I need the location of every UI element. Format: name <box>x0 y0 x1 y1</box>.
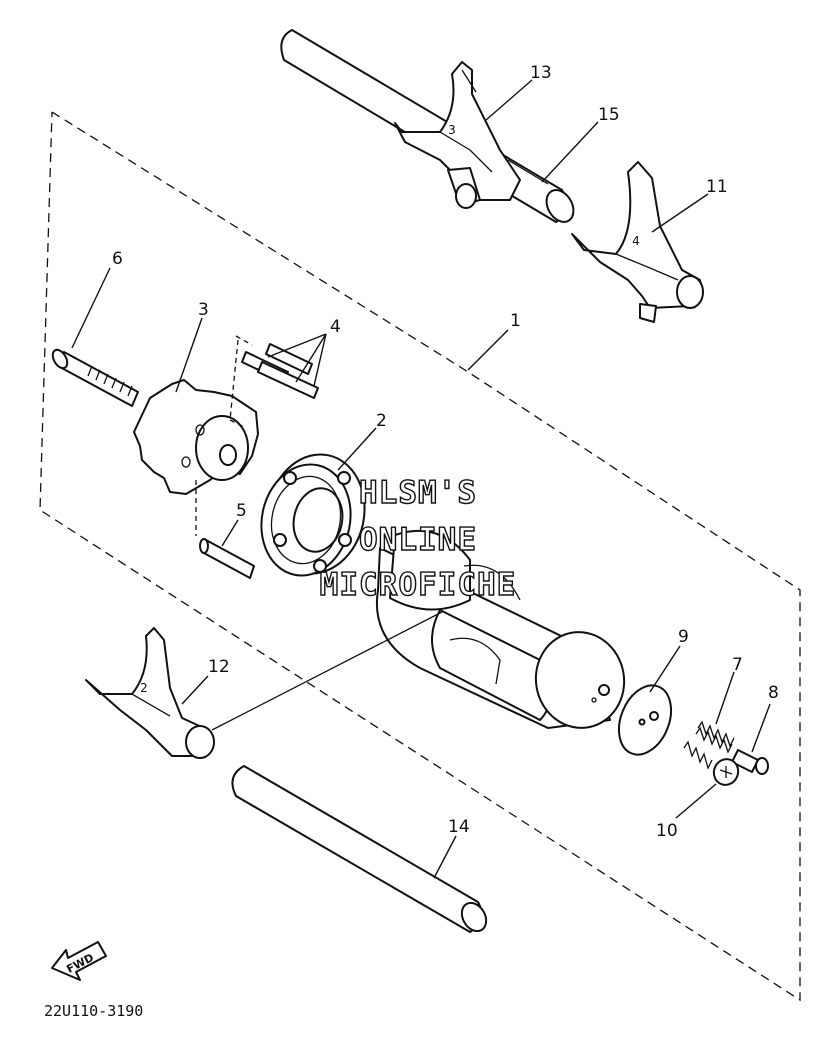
callout-12: 12 <box>208 657 230 677</box>
bearing-2 <box>260 453 366 577</box>
leader-9 <box>649 645 681 693</box>
watermark: HLSM'S ONLINE MICROFICHE <box>319 474 517 603</box>
callout-11: 11 <box>706 177 728 197</box>
callout-15: 15 <box>598 105 620 125</box>
callout-4: 4 <box>330 317 341 337</box>
callout-2: 2 <box>376 411 387 431</box>
fork-12-mark: 2 <box>140 681 148 695</box>
spring-7 <box>695 720 735 754</box>
fork-12-assembly-line <box>211 611 443 731</box>
fwd-arrow-icon: FWD <box>51 941 107 981</box>
callout-13: 13 <box>530 63 552 83</box>
callout-14: 14 <box>448 817 470 837</box>
callout-1: 1 <box>510 311 521 331</box>
segment-3 <box>133 379 259 495</box>
callout-8: 8 <box>768 683 779 703</box>
callout-6: 6 <box>112 249 123 269</box>
shift-drum <box>376 529 626 729</box>
callout-10: 10 <box>656 821 678 841</box>
callout-3: 3 <box>198 300 209 320</box>
fork-13-mark: 3 <box>448 123 456 137</box>
callout-7: 7 <box>732 655 743 675</box>
leader-4 <box>267 333 327 387</box>
shift-fork-12: 2 <box>85 627 215 759</box>
diagram-part-number: 22U110-3190 <box>44 1002 143 1020</box>
leader-8 <box>751 703 771 753</box>
pin-5 <box>199 538 255 579</box>
leader-10 <box>675 783 717 819</box>
callout-9: 9 <box>678 627 689 647</box>
leader-13 <box>485 79 533 121</box>
leader-14 <box>433 835 457 879</box>
watermark-line-2: ONLINE <box>359 522 477 558</box>
leader-1 <box>467 329 509 371</box>
leader-7 <box>715 671 735 725</box>
detent-8 <box>731 749 769 775</box>
stopper-plate-9 <box>617 684 673 756</box>
leader-5 <box>221 519 239 547</box>
guide-bar-15 <box>280 29 575 223</box>
leader-12 <box>181 675 209 705</box>
leader-6 <box>71 267 111 349</box>
watermark-line-3: MICROFICHE <box>320 567 517 603</box>
leader-11 <box>651 193 709 233</box>
shift-fork-11: 4 <box>571 161 704 323</box>
leader-2 <box>337 427 377 471</box>
watermark-line-1: HLSM'S <box>359 475 477 511</box>
leader-15 <box>541 121 599 183</box>
leader-3 <box>175 317 203 393</box>
guide-bar-14 <box>231 765 488 933</box>
pin-guide-line <box>229 335 253 429</box>
dowel-pins-4 <box>241 343 319 399</box>
shift-fork-13: 3 <box>394 61 521 209</box>
screw-6 <box>51 348 139 407</box>
assembly-boundary <box>39 111 801 1002</box>
callout-5: 5 <box>236 501 247 521</box>
fork-11-mark: 4 <box>632 234 640 248</box>
screw-10 <box>683 740 740 786</box>
